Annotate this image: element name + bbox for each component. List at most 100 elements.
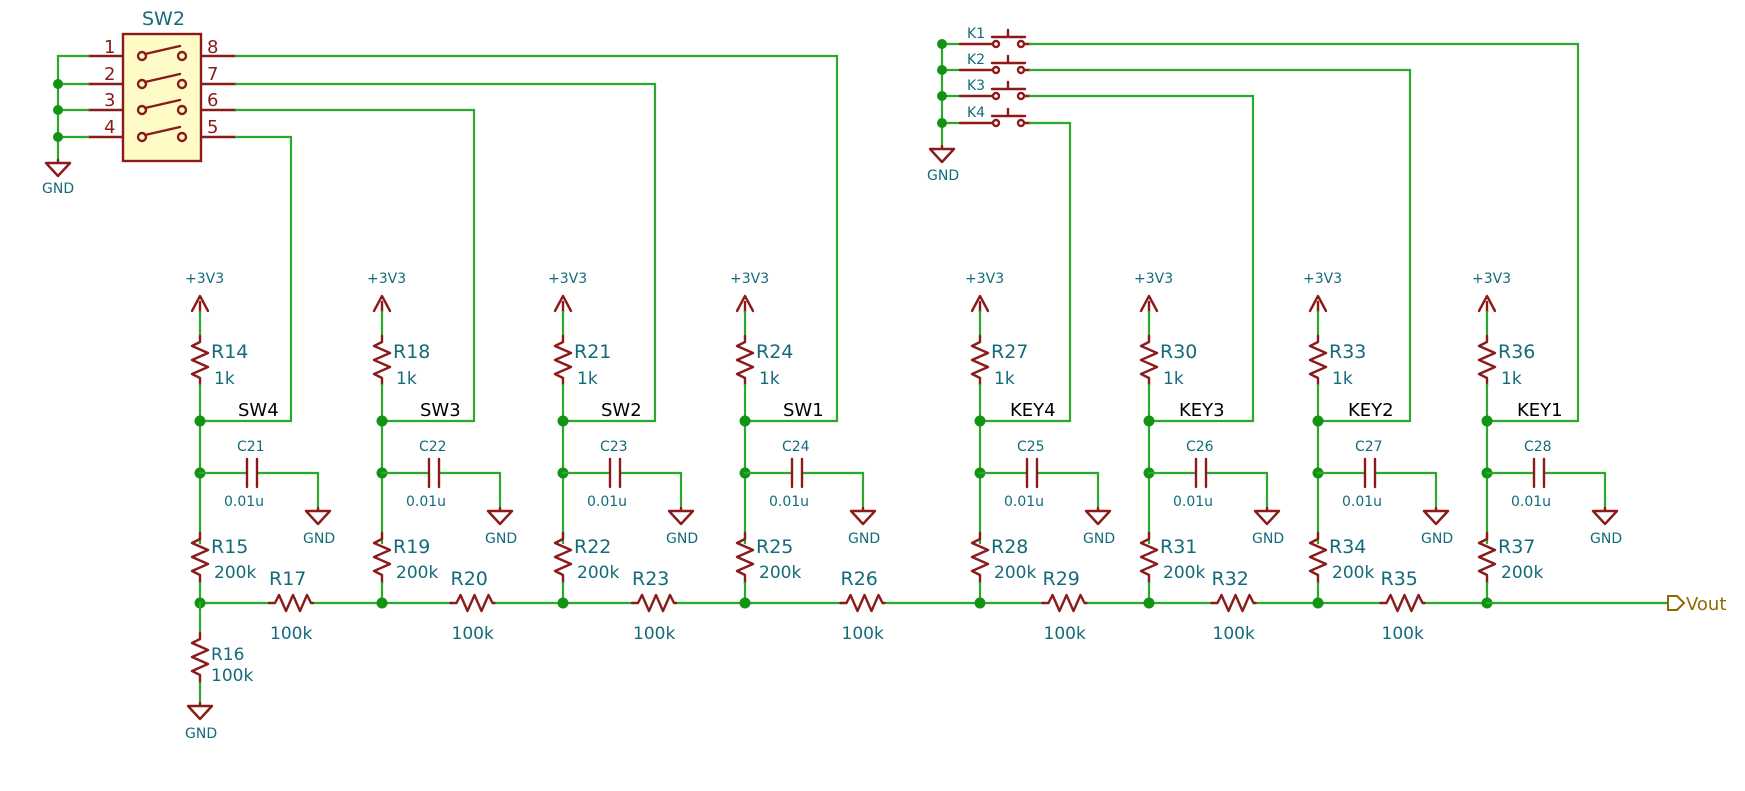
resistor-bottom-val: 200k	[214, 563, 256, 583]
resistor-top-val: 1k	[994, 369, 1015, 389]
resistor-bottom	[735, 531, 755, 585]
capacitor-ref: C27	[1355, 439, 1383, 455]
resistor-top-val: 1k	[759, 369, 780, 389]
power-arrow	[190, 294, 210, 314]
ladder-resistor-val: 100k	[1044, 624, 1086, 644]
capacitor-gnd-label: GND	[848, 531, 880, 547]
capacitor-gnd-label: GND	[1252, 531, 1284, 547]
capacitor	[245, 457, 259, 489]
capacitor-ref: C28	[1524, 439, 1552, 455]
dip-switch-sw2: SW2 1 2 3 4 8 7 6 5	[86, 8, 238, 163]
dip-pin-3: 3	[104, 90, 115, 111]
resistor-bottom-val: 200k	[759, 563, 801, 583]
capacitor-gnd-label: GND	[1421, 531, 1453, 547]
dip-pin-5: 5	[207, 117, 218, 138]
junction-ladder	[974, 597, 986, 609]
resistor-bottom	[1139, 531, 1159, 585]
gnd-symbol	[486, 506, 514, 526]
r16-ref: R16	[211, 645, 244, 665]
gnd-symbol	[304, 506, 332, 526]
capacitor-gnd-label: GND	[303, 531, 335, 547]
gnd-symbol	[667, 506, 695, 526]
capacitor-gnd-label: GND	[666, 531, 698, 547]
resistor-bottom-val: 200k	[1332, 563, 1374, 583]
k4-label: K4	[967, 105, 985, 121]
capacitor-val: 0.01u	[224, 494, 264, 510]
net-label: KEY3	[1179, 400, 1225, 421]
resistor-top-ref: R21	[574, 341, 611, 363]
resistor-top-ref: R18	[393, 341, 430, 363]
dip-pin-1: 1	[104, 37, 115, 58]
bottom-resistor-r16: R16 100k GND	[185, 601, 253, 742]
junction-ladder	[376, 597, 388, 609]
dip-pin-6: 6	[207, 90, 218, 111]
capacitor-gnd-label: GND	[1083, 531, 1115, 547]
wire-cap	[978, 471, 1100, 510]
ladder-resistor-5: R29 100k	[978, 568, 1151, 644]
capacitor	[427, 457, 441, 489]
capacitor	[1194, 457, 1208, 489]
resistor-top	[1308, 334, 1328, 387]
resistor-bottom	[190, 531, 210, 585]
resistor-top	[1477, 334, 1497, 387]
resistor-bottom	[1477, 531, 1497, 585]
resistor-top	[735, 334, 755, 387]
capacitor-val: 0.01u	[1004, 494, 1044, 510]
power-arrow	[1139, 294, 1159, 314]
power-label: +3V3	[730, 271, 769, 287]
vout-label: Vout	[1686, 594, 1726, 615]
net-label: SW4	[238, 400, 279, 421]
net-label: SW2	[601, 400, 642, 421]
resistor-top-ref: R24	[756, 341, 793, 363]
ladder-resistor-symbol	[1210, 593, 1257, 613]
gnd-symbol	[1253, 506, 1281, 526]
resistor-top-ref: R30	[1160, 341, 1197, 363]
capacitor-ref: C21	[237, 439, 265, 455]
ladder-resistor-symbol	[839, 593, 886, 613]
ladder-resistor-val: 100k	[270, 624, 312, 644]
power-label: +3V3	[965, 271, 1004, 287]
wire-cap	[1316, 471, 1438, 510]
ladder-resistor-ref: R35	[1381, 568, 1418, 590]
ladder-resistor-val: 100k	[1213, 624, 1255, 644]
net-label: SW3	[420, 400, 461, 421]
resistor-top	[1139, 334, 1159, 387]
resistor-bottom-val: 200k	[577, 563, 619, 583]
capacitor-ref: C26	[1186, 439, 1214, 455]
dip-pin-4: 4	[104, 117, 115, 138]
resistor-top-val: 1k	[1501, 369, 1522, 389]
resistor-bottom-ref: R37	[1498, 536, 1535, 558]
junction-net	[739, 415, 751, 427]
ladder-resistor-val: 100k	[633, 624, 675, 644]
resistor-top-val: 1k	[577, 369, 598, 389]
resistor-top-val: 1k	[214, 369, 235, 389]
gnd-symbol	[1422, 506, 1450, 526]
wire-cap	[561, 471, 683, 510]
k3-label: K3	[967, 78, 985, 94]
resistor-bottom-ref: R15	[211, 536, 248, 558]
resistor-top-val: 1k	[1332, 369, 1353, 389]
resistor-bottom	[1308, 531, 1328, 585]
ladder-resistor-symbol	[449, 593, 496, 613]
ladder-resistor-val: 100k	[452, 624, 494, 644]
capacitor-ref: C25	[1017, 439, 1045, 455]
capacitor	[1532, 457, 1546, 489]
ladder-resistor-ref: R29	[1043, 568, 1080, 590]
junction-net	[376, 415, 388, 427]
resistor-top-ref: R14	[211, 341, 248, 363]
resistor-top-val: 1k	[396, 369, 417, 389]
power-arrow	[1308, 294, 1328, 314]
ladder-resistor-ref: R23	[632, 568, 669, 590]
resistor-bottom-ref: R22	[574, 536, 611, 558]
capacitor-val: 0.01u	[1173, 494, 1213, 510]
resistor-bottom	[970, 531, 990, 585]
wire-cap	[1485, 471, 1607, 510]
